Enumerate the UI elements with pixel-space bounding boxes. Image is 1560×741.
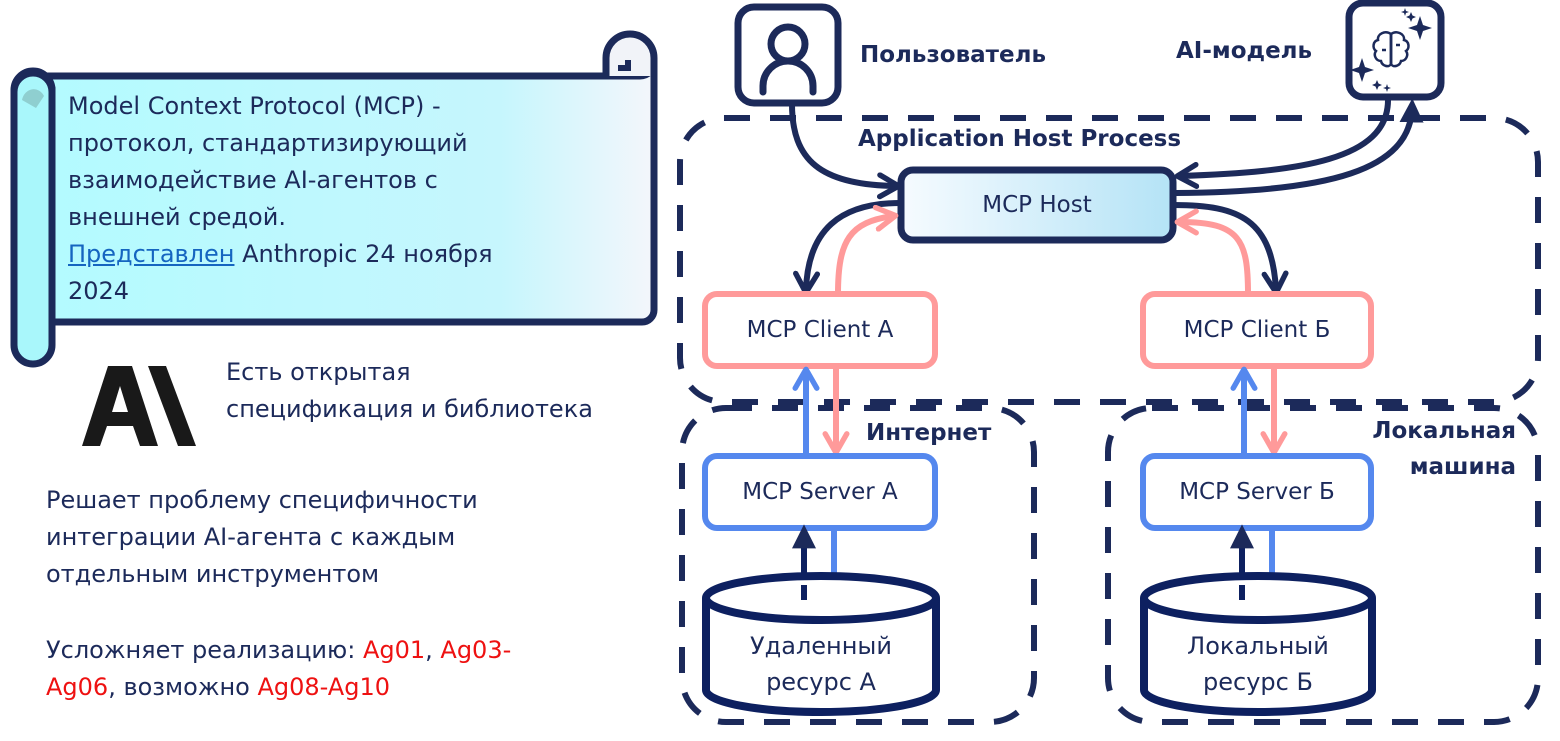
risk-ref: Ag08-Ag10 [257, 673, 390, 701]
solves-text: Решает проблему специфичности интеграции… [46, 482, 478, 593]
remote-resource-a-db [702, 572, 940, 716]
app-host-process-boundary [677, 115, 1541, 405]
presented-year: 2024 [68, 277, 130, 305]
mcp-client-a-box [702, 291, 938, 369]
resource-a-line: ресурс А [766, 668, 876, 696]
local-resource-b-db [1140, 572, 1376, 716]
open-spec-line: спецификация и библиотека [226, 395, 593, 423]
presented-line: Представлен Anthropic 24 ноября [68, 236, 628, 273]
mcp-server-a-label: MCP Server A [742, 479, 898, 505]
complicates-mid: , возможно [108, 673, 258, 701]
mcp-client-b-label: MCP Client Б [1183, 317, 1331, 343]
mcp-server-b-box [1140, 453, 1374, 531]
presented-link[interactable]: Представлен [68, 240, 235, 268]
host-to-ai-arrow [1175, 98, 1424, 196]
presented-text: Anthropic 24 ноября [234, 240, 493, 268]
solves-line: интеграции AI-агента с каждым [46, 523, 456, 551]
local-machine-label-1: Локальная [1372, 418, 1516, 444]
internet-boundary [679, 405, 1037, 725]
solves-line: Решает проблему специфичности [46, 486, 478, 514]
mcp-client-a-label: MCP Client A [746, 317, 894, 343]
definition-line: протокол, стандартизирующий [68, 129, 468, 157]
solves-line: отдельным инструментом [46, 560, 380, 588]
definition-scroll [10, 30, 658, 368]
user-label: Пользователь [860, 42, 1046, 68]
client-b-to-host-arrow [1174, 208, 1251, 295]
host-to-client-b-arrow [1173, 202, 1289, 296]
risk-ref: Ag03- [440, 636, 512, 664]
risk-ref: Ag06 [46, 673, 109, 701]
remote-resource-a-label: Удаленный ресурс А [706, 628, 936, 700]
internet-label: Интернет [866, 420, 992, 446]
user-node [734, 3, 842, 107]
local-machine-label-2: машина [1409, 454, 1516, 480]
resource-b-line: Локальный [1187, 632, 1329, 660]
ai-model-label: AI-модель [1176, 38, 1313, 64]
mcp-server-a-box [702, 453, 938, 531]
ai-to-host-arrow [1174, 99, 1391, 189]
user-to-host-arrow [789, 103, 902, 200]
brain-sparkles-icon [1372, 31, 1410, 68]
resource-a-line: Удаленный [750, 632, 892, 660]
risk-ref: Ag01 [362, 636, 426, 664]
host-to-client-a-arrow [793, 200, 901, 296]
complicates-text: Усложняет реализацию: Ag01, Ag03- Ag06, … [46, 632, 511, 706]
local-machine-boundary [1105, 405, 1541, 725]
open-spec-text: Есть открытая спецификация и библиотека [226, 354, 593, 428]
app-host-process-label: Application Host Process [858, 126, 1182, 152]
local-resource-b-label: Локальный ресурс Б [1144, 628, 1372, 700]
client-a-to-host-arrow [835, 204, 899, 295]
ai-model-node [1345, 0, 1445, 101]
resource-b-line: ресурс Б [1203, 668, 1313, 696]
mcp-host-box [897, 166, 1177, 244]
definition-line: внешней средой. [68, 203, 286, 231]
open-spec-line: Есть открытая [226, 358, 411, 386]
definition-line: Model Context Protocol (MCP) - [68, 92, 441, 120]
complicates-prefix: Усложняет реализацию: [46, 636, 363, 664]
definition-line: взаимодействие AI-агентов с [68, 166, 438, 194]
mcp-server-b-label: MCP Server Б [1179, 479, 1335, 505]
mcp-host-label: MCP Host [982, 192, 1092, 218]
separator: , [425, 636, 441, 664]
mcp-client-b-box [1140, 291, 1374, 369]
anthropic-logo [82, 366, 196, 446]
user-icon [759, 23, 817, 96]
definition-text: Model Context Protocol (MCP) - протокол,… [68, 88, 628, 310]
